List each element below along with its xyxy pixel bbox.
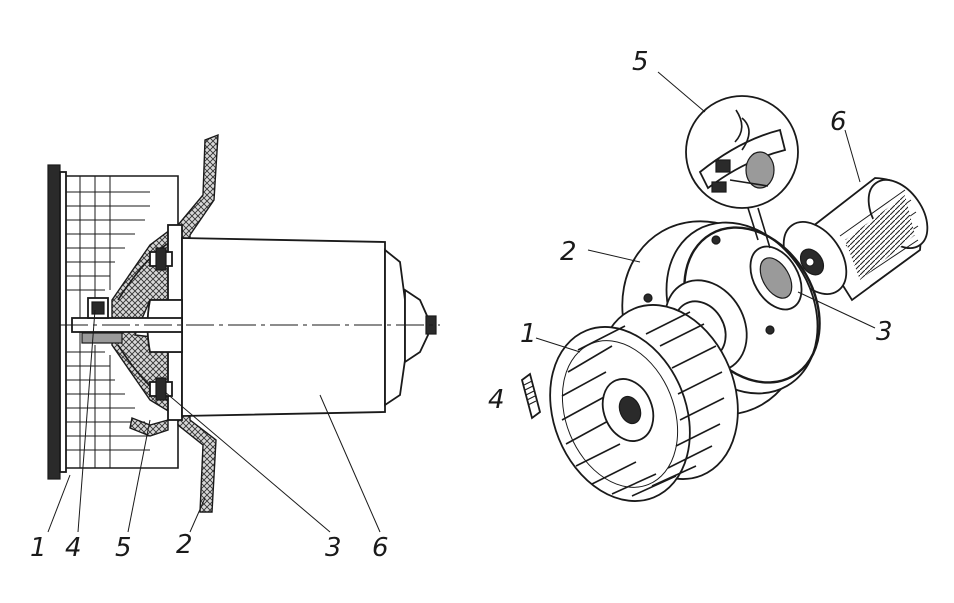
left-callouts: 1 4 5 2 3 6 xyxy=(30,530,389,563)
mounting-bracket xyxy=(749,245,803,311)
callout-right-3: 3 xyxy=(876,317,893,347)
callout-left-5: 5 xyxy=(115,533,132,563)
callout-right-5: 5 xyxy=(632,47,649,77)
impeller-wheel-perspective xyxy=(549,304,739,502)
motor-canister xyxy=(782,177,929,302)
right-leaders xyxy=(535,71,876,353)
callout-left-1: 1 xyxy=(30,533,47,563)
callout-right-4: 4 xyxy=(488,385,505,415)
callout-left-2: 2 xyxy=(176,530,193,560)
left-leaders xyxy=(47,309,381,533)
detail-inset xyxy=(685,95,799,249)
callout-left-4: 4 xyxy=(65,533,82,563)
set-screw-exploded xyxy=(520,372,542,420)
motor-body-side xyxy=(146,237,437,417)
callout-right-1: 1 xyxy=(520,319,537,349)
set-screw-side xyxy=(81,297,123,344)
callout-left-6: 6 xyxy=(372,533,389,563)
callout-right-6: 6 xyxy=(830,107,847,137)
callout-right-2: 2 xyxy=(560,237,577,267)
callout-left-3: 3 xyxy=(325,533,342,563)
section-view xyxy=(47,133,440,513)
right-callouts: 5 6 2 3 1 4 xyxy=(488,47,893,415)
exploded-view xyxy=(520,95,929,502)
mounting-bolts xyxy=(149,247,173,401)
